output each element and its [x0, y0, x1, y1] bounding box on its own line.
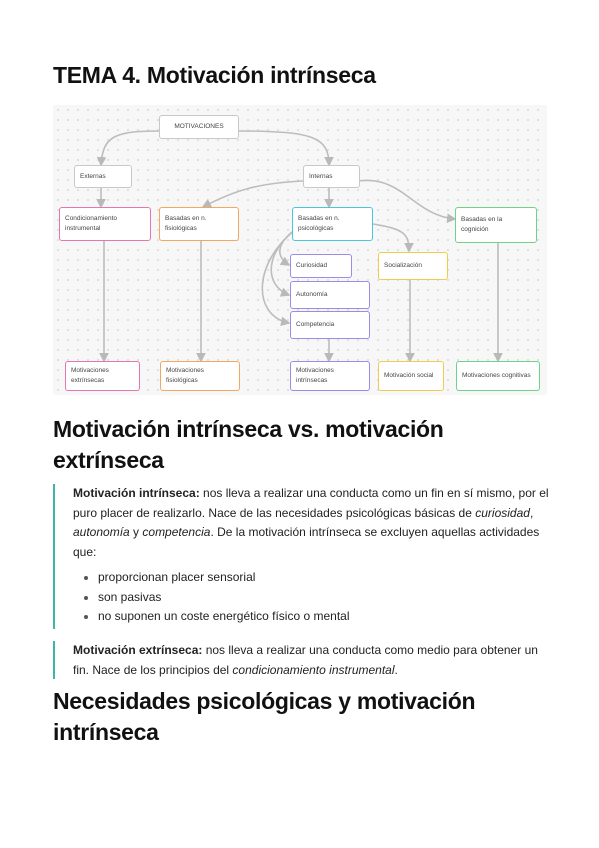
node-condicionamiento: Condicionamiento instrumental [59, 207, 151, 241]
edge-psych-socialization [372, 223, 414, 253]
extrinsic-text-2: . [394, 662, 398, 677]
node-socializacion: Socialización [378, 252, 448, 280]
em-autonomia: autonomía [73, 525, 130, 539]
callout-extrinsic: Motivación extrínseca: nos lleva a reali… [53, 641, 549, 679]
node-result-extrinsecas: Motivaciones extrínsecas [65, 361, 140, 391]
extrinsic-term: Motivación extrínseca: [73, 643, 203, 657]
em-competencia: competencia [142, 525, 211, 539]
node-result-social: Motivación social [378, 361, 444, 391]
edge-internal-cognition [357, 179, 457, 224]
edge-psych-competence [261, 226, 300, 327]
section-heading-needs: Necesidades psicológicas y motivación in… [53, 688, 476, 745]
intrinsic-term: Motivación intrínseca: [73, 486, 200, 500]
node-autonomia: Autonomía [290, 281, 370, 309]
node-result-cognitivas: Motivaciones cognitivas [456, 361, 540, 391]
node-cognicion: Basadas en la cognición [455, 207, 537, 243]
em-condicionamiento: condicionamiento instrumental [232, 662, 395, 677]
list-item: no suponen un coste energético físico o … [84, 607, 549, 627]
edge-root-external [96, 130, 160, 167]
motivation-diagram: MOTIVACIONES Externas Internas Condicion… [53, 105, 547, 395]
edge-internal-physiological [201, 180, 304, 208]
list-item: son pasivas [84, 588, 549, 608]
node-externas: Externas [74, 165, 132, 188]
extrinsic-text-1: nos lleva a realizar una conducta como m… [73, 643, 538, 677]
node-result-intrinsecas: Motivaciones intrínsecas [290, 361, 370, 391]
excluded-activities-list: proporcionan placer sensorial son pasiva… [73, 568, 549, 627]
diagram-connectors [96, 130, 503, 363]
intrinsic-definition: Motivación intrínseca: nos lleva a reali… [73, 484, 549, 562]
list-item: proporcionan placer sensorial [84, 568, 549, 588]
node-motivaciones: MOTIVACIONES [159, 115, 239, 139]
edge-root-internal [237, 130, 334, 167]
sep-2: y [129, 525, 143, 539]
em-curiosidad: curiosidad [475, 505, 530, 520]
node-competencia: Competencia [290, 311, 370, 339]
section-heading-intrinsic-vs-extrinsic: Motivación intrínseca vs. motivación ext… [53, 416, 444, 473]
node-curiosidad: Curiosidad [290, 254, 352, 278]
node-result-fisiologicas: Motivaciones fisiológicas [160, 361, 240, 391]
node-psicologicas: Basadas en n. psicológicas [292, 207, 373, 241]
intrinsic-text-2: . De la motivación intrínseca se excluye… [73, 525, 540, 559]
callout-intrinsic: Motivación intrínseca: nos lleva a reali… [53, 484, 549, 629]
sep-1: , [529, 505, 534, 520]
extrinsic-definition: Motivación extrínseca: nos lleva a reali… [73, 641, 549, 680]
page-title: TEMA 4. Motivación intrínseca [53, 62, 376, 88]
intrinsic-text-1: nos lleva a realizar una conducta como u… [73, 486, 549, 520]
node-internas: Internas [303, 165, 360, 188]
node-fisiologicas: Basadas en n. fisiológicas [159, 207, 239, 241]
